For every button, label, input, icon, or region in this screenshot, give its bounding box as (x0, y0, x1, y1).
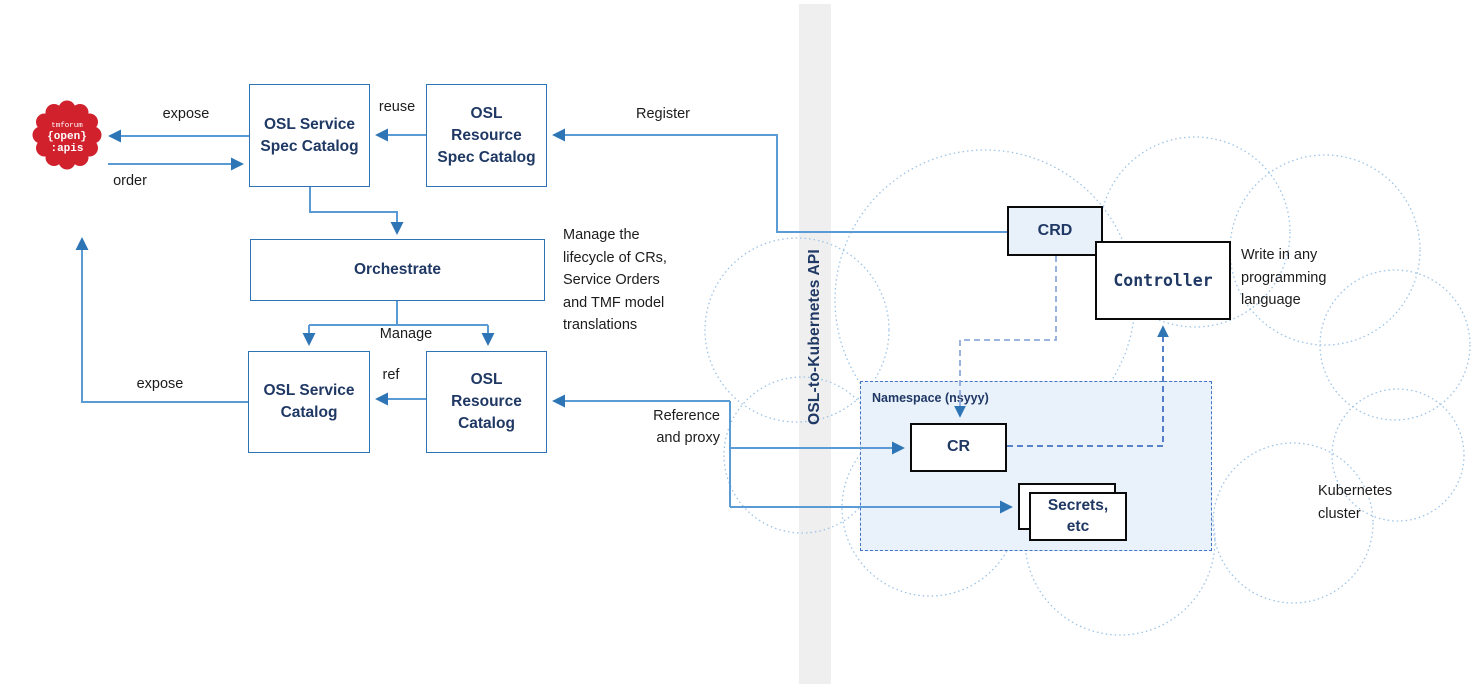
logo-text: tmforum {open} :apis (47, 122, 87, 155)
logo-line-tmforum: tmforum (51, 122, 83, 130)
note-lifecycle: Manage the lifecycle of CRs, Service Ord… (563, 227, 667, 333)
label-order: order (113, 173, 147, 189)
note-kubernetes-cluster: Kubernetes cluster (1318, 483, 1393, 522)
note-write-any-language: Write in any programming language (1241, 247, 1327, 308)
logo-line-apis: :apis (50, 143, 83, 155)
label-expose-top: expose (162, 106, 210, 122)
box-secrets-front: Secrets, etc (1029, 492, 1127, 541)
box-osl-resource-catalog: OSL Resource Catalog (426, 351, 547, 453)
box-osl-service-spec-catalog: OSL Service Spec Catalog (249, 84, 370, 187)
edge-manage-stem (309, 301, 488, 326)
edge-spec-to-orchestrate (309, 187, 404, 235)
label-ref: ref (382, 367, 400, 383)
box-orchestrate: Orchestrate (250, 239, 545, 301)
label-reference-proxy: Reference and proxy (653, 408, 720, 446)
box-cr: CR (910, 423, 1007, 472)
logo-rosette (32, 100, 102, 170)
osl-to-kubernetes-api-label: OSL-to-Kubernetes API (806, 249, 823, 425)
edge-register (552, 128, 1007, 233)
label-manage: Manage (379, 326, 433, 342)
namespace-label: Namespace (nsyyy) (872, 391, 989, 405)
label-register: Register (636, 106, 690, 122)
box-osl-resource-spec-catalog: OSL Resource Spec Catalog (426, 84, 547, 187)
logo-line-open: {open} (47, 131, 87, 143)
label-expose-bottom: expose (136, 376, 184, 392)
box-crd: CRD (1007, 206, 1103, 256)
box-controller: Controller (1095, 241, 1231, 320)
box-osl-service-catalog: OSL Service Catalog (248, 351, 370, 453)
label-reuse: reuse (378, 99, 416, 115)
